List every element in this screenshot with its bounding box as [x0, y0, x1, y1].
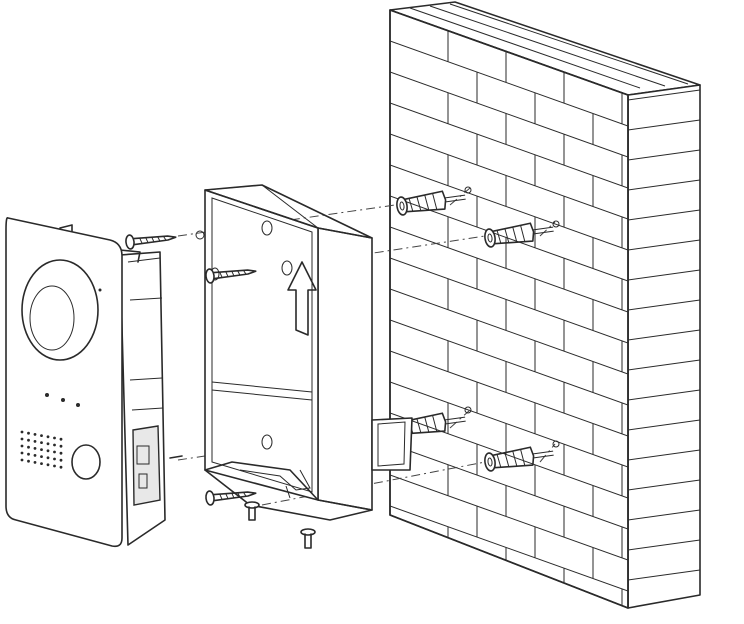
box-bottom-bracket: [204, 461, 373, 521]
brick-side-line: [627, 269, 701, 281]
grille-hole: [40, 448, 43, 451]
brick-course-line: [390, 381, 628, 468]
terminal-block: [132, 425, 161, 506]
mounting-screws: [124, 229, 316, 549]
grille-hole: [59, 437, 63, 441]
grille-hole: [40, 455, 43, 458]
brick-course-line: [390, 412, 628, 499]
box-right-side: [317, 227, 373, 511]
wall-plugs: [394, 186, 560, 473]
brick-course-line: [390, 226, 628, 313]
grille-hole: [46, 463, 50, 467]
grille-hole: [40, 462, 43, 465]
brick-course-line: [390, 319, 628, 406]
brick-side-line: [627, 449, 701, 461]
indicator-led-2: [61, 398, 65, 402]
wall-top-bricks: [409, 3, 689, 89]
brick-side-line: [627, 209, 701, 221]
box-back-plate: [204, 189, 319, 501]
grille-hole: [20, 430, 24, 434]
screw-side-tip: [169, 455, 183, 459]
grille-hole: [46, 435, 50, 439]
grille-hole: [59, 458, 63, 462]
brick-course-line: [390, 71, 628, 158]
brick-side-line: [627, 569, 701, 581]
indicator-led-3: [76, 403, 80, 407]
camera-lens-outer: [21, 259, 99, 361]
grille-hole: [40, 434, 43, 437]
grille-hole: [27, 431, 30, 435]
grille-hole: [27, 445, 30, 449]
door-station: [5, 216, 166, 548]
grille-hole: [40, 441, 43, 444]
grille-hole: [59, 451, 63, 455]
wall-side-face: [627, 84, 701, 609]
grille-hole: [33, 433, 37, 436]
brick-course-line: [390, 350, 628, 437]
brick-courses: [390, 10, 628, 608]
brick-side-line: [627, 149, 701, 161]
indicator-led-1: [45, 393, 49, 397]
grille-hole: [33, 454, 37, 457]
grille-hole: [46, 456, 50, 460]
brick-course-line: [390, 443, 628, 530]
brick-course-line: [390, 102, 628, 189]
brick-course-line: [390, 474, 628, 561]
brick-side-line: [627, 239, 701, 251]
call-button: [71, 444, 101, 480]
brick-side-line: [627, 119, 701, 131]
grille-hole: [53, 450, 56, 454]
brick-side-line: [627, 479, 701, 491]
brick-course-line: [390, 257, 628, 344]
speaker-grille: [20, 430, 63, 469]
grille-hole: [27, 438, 30, 442]
brick-side-line: [627, 509, 701, 521]
brick-course-line: [390, 164, 628, 251]
screw-vertical-2: [300, 528, 316, 549]
grille-hole: [20, 451, 24, 455]
camera-lens-inner: [29, 285, 75, 351]
brick-side-line: [627, 179, 701, 191]
grille-hole: [27, 452, 30, 456]
cable-entry-flap: [371, 417, 413, 471]
grille-hole: [20, 437, 24, 441]
brick-side-line: [627, 539, 701, 551]
grille-hole: [33, 461, 37, 464]
grille-hole: [27, 459, 30, 463]
grille-hole: [53, 436, 56, 440]
grille-hole: [53, 464, 56, 468]
grille-hole: [59, 465, 63, 469]
grille-hole: [53, 457, 56, 461]
grille-hole: [46, 449, 50, 453]
grille-hole: [20, 444, 24, 448]
brick-course-line: [390, 505, 628, 592]
brick-side-line: [627, 299, 701, 311]
grille-hole: [46, 442, 50, 446]
grille-hole: [33, 440, 37, 443]
grille-hole: [53, 443, 56, 447]
surface-mount-box: [204, 184, 413, 521]
brick-wall: [389, 1, 701, 609]
brick-side-line: [627, 389, 701, 401]
brick-side-line: [627, 89, 701, 101]
brick-side-line: [627, 329, 701, 341]
screw-top-left: [124, 229, 178, 251]
brick-course-line: [390, 40, 628, 127]
brick-course-line: [390, 133, 628, 220]
grille-hole: [33, 447, 37, 450]
brick-course-line: [390, 288, 628, 375]
brick-side-line: [627, 359, 701, 371]
grille-hole: [59, 444, 63, 448]
brick-side-line: [627, 419, 701, 431]
grille-hole: [20, 458, 24, 462]
up-arrow-marking: [287, 261, 317, 336]
screw-vertical-1: [244, 501, 260, 521]
